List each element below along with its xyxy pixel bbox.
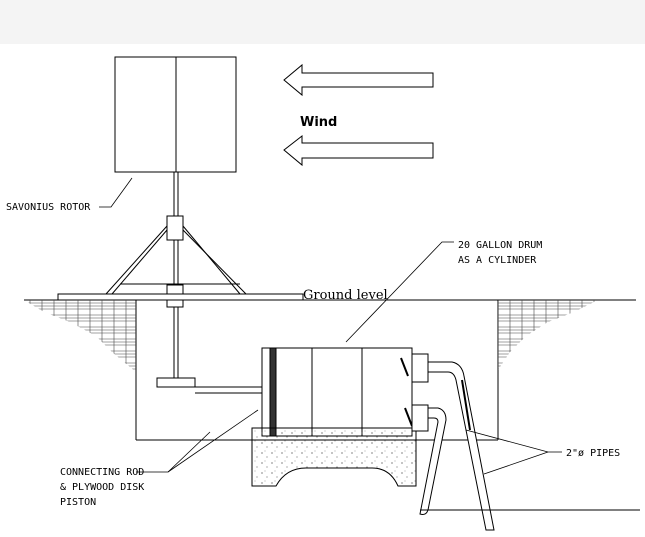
base-slab [57,293,304,301]
drum-label-line1: 20 GALLON DRUM [458,240,542,251]
savonius-rotor [114,56,237,173]
ground-level-label: Ground level [303,288,388,303]
header-band [0,0,645,44]
pipes-label: 2"ø PIPES [566,448,620,459]
rotor-shaft [166,172,184,380]
rod-label-line2: & PLYWOOD DISK [60,482,144,493]
rod-label-line3: PISTON [60,497,96,508]
drum-label-line2: AS A CYLINDER [458,255,537,266]
wind-arrow-bottom [283,134,434,167]
connecting-rod [156,377,272,394]
savonius-rotor-label: SAVONIUS ROTOR [6,202,91,213]
wind-label: Wind [300,115,337,130]
leader-lines [99,177,562,475]
concrete-base [251,427,417,487]
soil-hatch-right [498,300,598,370]
support-frame [105,225,247,295]
wind-arrow-top [283,63,434,97]
drum-cylinder [261,347,413,437]
outlet-pipes [411,353,495,531]
rod-label-line1: CONNECTING ROD [60,467,144,478]
soil-hatch-left [24,300,136,372]
